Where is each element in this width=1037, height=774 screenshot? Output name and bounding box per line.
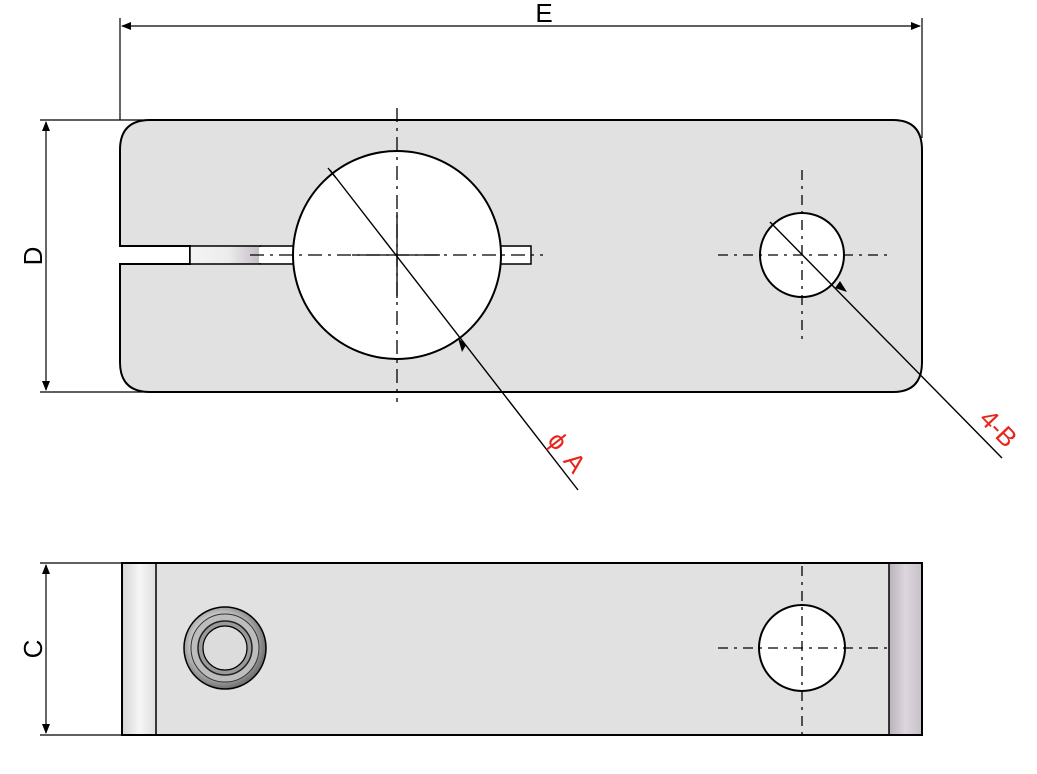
dimension-e-label: E — [535, 0, 552, 28]
dimension-d-label: D — [18, 247, 48, 266]
hole-leader — [769, 221, 1003, 459]
bore-diameter-prefix: ϕ — [542, 426, 575, 456]
bore-diameter-callout: ϕ A — [542, 426, 593, 479]
dimension-c-label: C — [18, 640, 48, 659]
counterbore — [183, 606, 267, 690]
dimension-d: D — [18, 119, 150, 393]
side-right-band — [889, 564, 921, 734]
side-view — [121, 562, 923, 736]
side-left-band — [123, 564, 156, 734]
top-view — [119, 108, 1003, 491]
bore-diameter-label: A — [558, 446, 593, 479]
slot-face — [189, 245, 261, 265]
bore-leader — [329, 169, 579, 491]
dimension-c: C — [18, 562, 122, 736]
hole-callout-label: 4-B — [974, 403, 1024, 453]
hole-callout: 4-B — [974, 403, 1024, 453]
dimension-e: E — [119, 0, 923, 138]
